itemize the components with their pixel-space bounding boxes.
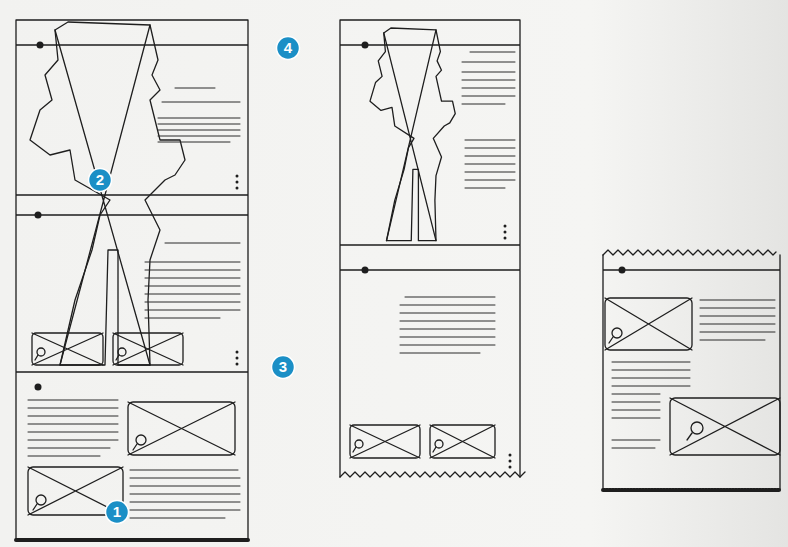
narrow-layout [603,250,780,490]
section-dots [362,42,512,469]
callout-badge [89,37,300,524]
callout-number: 3 [272,356,294,378]
section-dots [35,42,239,391]
callout-number: 2 [89,169,111,191]
medium-layout [340,20,525,477]
callout-number: 1 [106,501,128,523]
callout-number: 4 [277,37,299,59]
wide-layout [16,20,248,540]
section-dots [619,267,626,274]
